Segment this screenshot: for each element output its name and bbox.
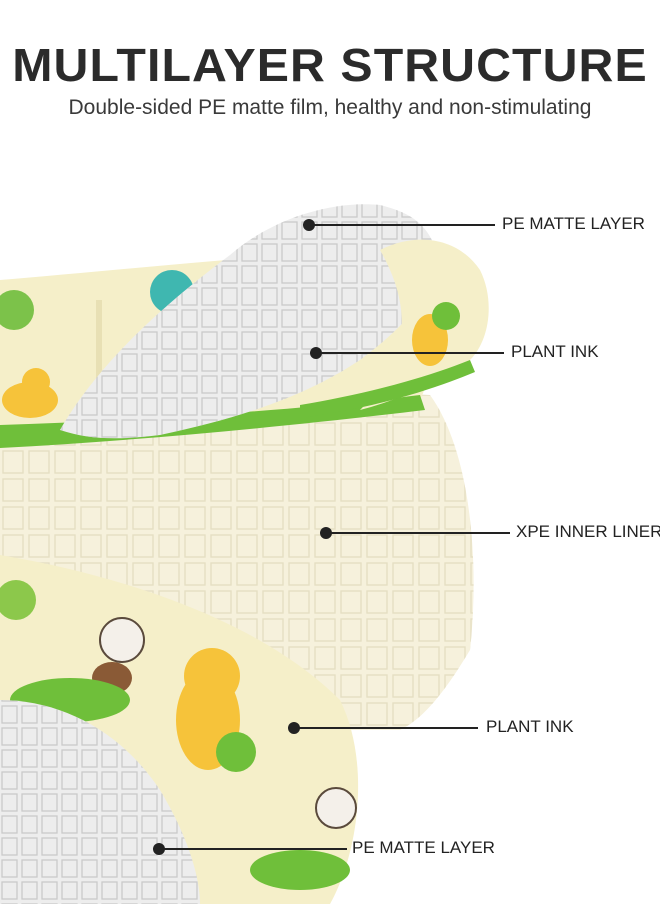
page-subtitle: Double-sided PE matte film, healthy and … (68, 96, 592, 119)
page-title: MULTILAYER STRUCTURE (12, 39, 648, 91)
callout-line-top-matte (309, 224, 495, 226)
callout-line-bottom-matte (159, 848, 347, 850)
bear-head (99, 617, 145, 663)
callout-line-plant-ink-bottom (294, 727, 478, 729)
right-tree (432, 302, 460, 330)
top-ruler (96, 300, 102, 390)
label-xpe-inner-liner: XPE INNER LINER (516, 522, 660, 541)
label-plant-ink-top: PLANT INK (511, 342, 599, 361)
top-pe-matte-grid (60, 204, 440, 439)
right-curl-grass (300, 360, 475, 418)
bottom-giraffe-head (184, 648, 240, 704)
label-plant-ink-bottom: PLANT INK (486, 717, 574, 736)
bear-head-lower (315, 787, 357, 829)
bottom-tree-left (0, 580, 36, 620)
bottom-pe-matte-grid (0, 700, 200, 904)
label-pe-matte-layer-bottom: PE MATTE LAYER (352, 838, 495, 857)
label-pe-matte-layer-top: PE MATTE LAYER (502, 214, 645, 233)
bottom-tree-right (216, 732, 256, 772)
top-tree-left (0, 290, 34, 330)
callout-line-plant-ink-top (316, 352, 504, 354)
bottom-grass-lower (250, 850, 350, 890)
callout-line-xpe (326, 532, 510, 534)
top-giraffe-head (22, 368, 50, 396)
